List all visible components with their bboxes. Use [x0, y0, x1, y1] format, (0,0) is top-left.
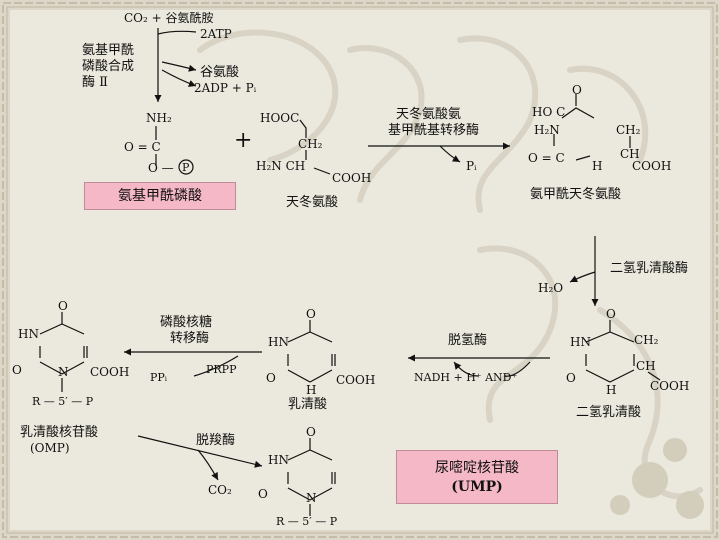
step3-byproduct: H₂O [538, 281, 564, 295]
aspartate-name: 天冬氨酸 [286, 195, 339, 210]
ca-h2n: H₂N [534, 123, 560, 137]
background-decoration [197, 29, 704, 519]
ca-ch2: CH₂ [616, 123, 641, 137]
step5-prpp: PRPP [206, 363, 237, 376]
asp-ch2: CH₂ [298, 137, 323, 151]
ump-n: N [306, 491, 317, 505]
omp-cooh: COOH [90, 365, 130, 379]
ca-o-c: O = C [528, 151, 565, 165]
ca-o-top: O [572, 83, 582, 97]
carbamoyl-phosphate-label: 氨基甲酰磷酸 [84, 182, 236, 210]
cp-nh2: NH₂ [146, 111, 172, 125]
step3-enzyme: 二氢乳清酸酶 [610, 261, 689, 276]
oro-o-top: O [306, 307, 316, 321]
omp-o-b: O [12, 363, 22, 377]
dho-o-top: O [606, 307, 616, 321]
asp-h2n-ch: H₂N CH [256, 159, 306, 173]
step5-enzyme-line1: 磷酸核糖 [160, 315, 213, 330]
omp-name-line2: (OMP) [30, 441, 70, 455]
orotate-name: 乳清酸 [288, 397, 328, 412]
step2-byproduct: Pᵢ [466, 159, 477, 173]
ca-ho-c: HO C [532, 105, 566, 119]
omp-n: N [58, 365, 69, 379]
step1-enzyme-line2: 磷酸合成 [82, 59, 135, 74]
asp-hooc: HOOC [260, 111, 300, 125]
arrow-step6 [137, 435, 263, 468]
step2-enzyme-line1: 天冬氨酸氨 [396, 107, 462, 122]
ca-h: H [592, 159, 603, 173]
dho-ch: CH [636, 359, 656, 373]
dho-h: H [606, 383, 617, 397]
omp-o-top: O [58, 299, 68, 313]
step5-ppi: PPᵢ [150, 371, 168, 384]
reaction-lines [39, 28, 661, 516]
cp-oxygen: O — [148, 161, 174, 175]
dihydroorotate-name: 二氢乳清酸 [576, 405, 642, 420]
step6-enzyme: 脱羧酶 [196, 433, 236, 448]
asp-cooh: COOH [332, 171, 372, 185]
oro-hn: HN [268, 335, 289, 349]
step1-byproduct-adp: 2ADP + Pᵢ [194, 81, 257, 95]
oro-h: H [306, 383, 317, 397]
step1-reactants: CO₂ + 谷氨酰胺 [124, 11, 214, 25]
ump-name-line1: 尿嘧啶核苷酸 [435, 460, 519, 476]
step4-cofactors: NADH + H⁺ AND⁺ [414, 371, 518, 384]
ump-label-box: 尿嘧啶核苷酸 (UMP) [396, 450, 558, 504]
plus-sign: + [234, 128, 253, 153]
omp-ribose: R — 5′ — P [32, 395, 94, 408]
cp-phosphate-label: P [182, 161, 190, 174]
ump-ribose: R — 5′ — P [276, 515, 338, 528]
oro-cooh: COOH [336, 373, 376, 387]
oro-o-b: O [266, 371, 276, 385]
cp-carbonyl: O = C [124, 140, 161, 154]
step1-atp: 2ATP [200, 27, 232, 41]
step2-enzyme-line2: 基甲酰基转移酶 [388, 123, 480, 138]
slide-canvas: CO₂ + 谷氨酰胺 2ATP 氨基甲酰 磷酸合成 酶 Ⅱ 谷氨酸 2ADP +… [10, 10, 710, 530]
dho-hn: HN [570, 335, 591, 349]
ca-cooh: COOH [632, 159, 672, 173]
ca-ch: CH [620, 147, 640, 161]
step1-byproduct-glu: 谷氨酸 [200, 65, 240, 80]
ump-hn: HN [268, 453, 289, 467]
dho-ch2: CH₂ [634, 333, 659, 347]
carbamoyl-aspartate-name: 氨甲酰天冬氨酸 [530, 187, 622, 202]
ump-o-b: O [258, 487, 268, 501]
step6-byproduct: CO₂ [208, 483, 232, 497]
phosphate-circle [178, 159, 194, 175]
step4-enzyme: 脱氢酶 [448, 333, 488, 348]
dho-o-c: O [566, 371, 576, 385]
step1-enzyme-line1: 氨基甲酰 [82, 43, 135, 58]
step5-enzyme-line2: 转移酶 [170, 331, 210, 346]
dho-cooh: COOH [650, 379, 690, 393]
ump-name-line2: (UMP) [451, 479, 503, 495]
step1-enzyme-line3: 酶 Ⅱ [82, 75, 108, 90]
omp-name-line1: 乳清酸核苷酸 [20, 425, 99, 440]
ump-o-top: O [306, 425, 316, 439]
omp-hn: HN [18, 327, 39, 341]
